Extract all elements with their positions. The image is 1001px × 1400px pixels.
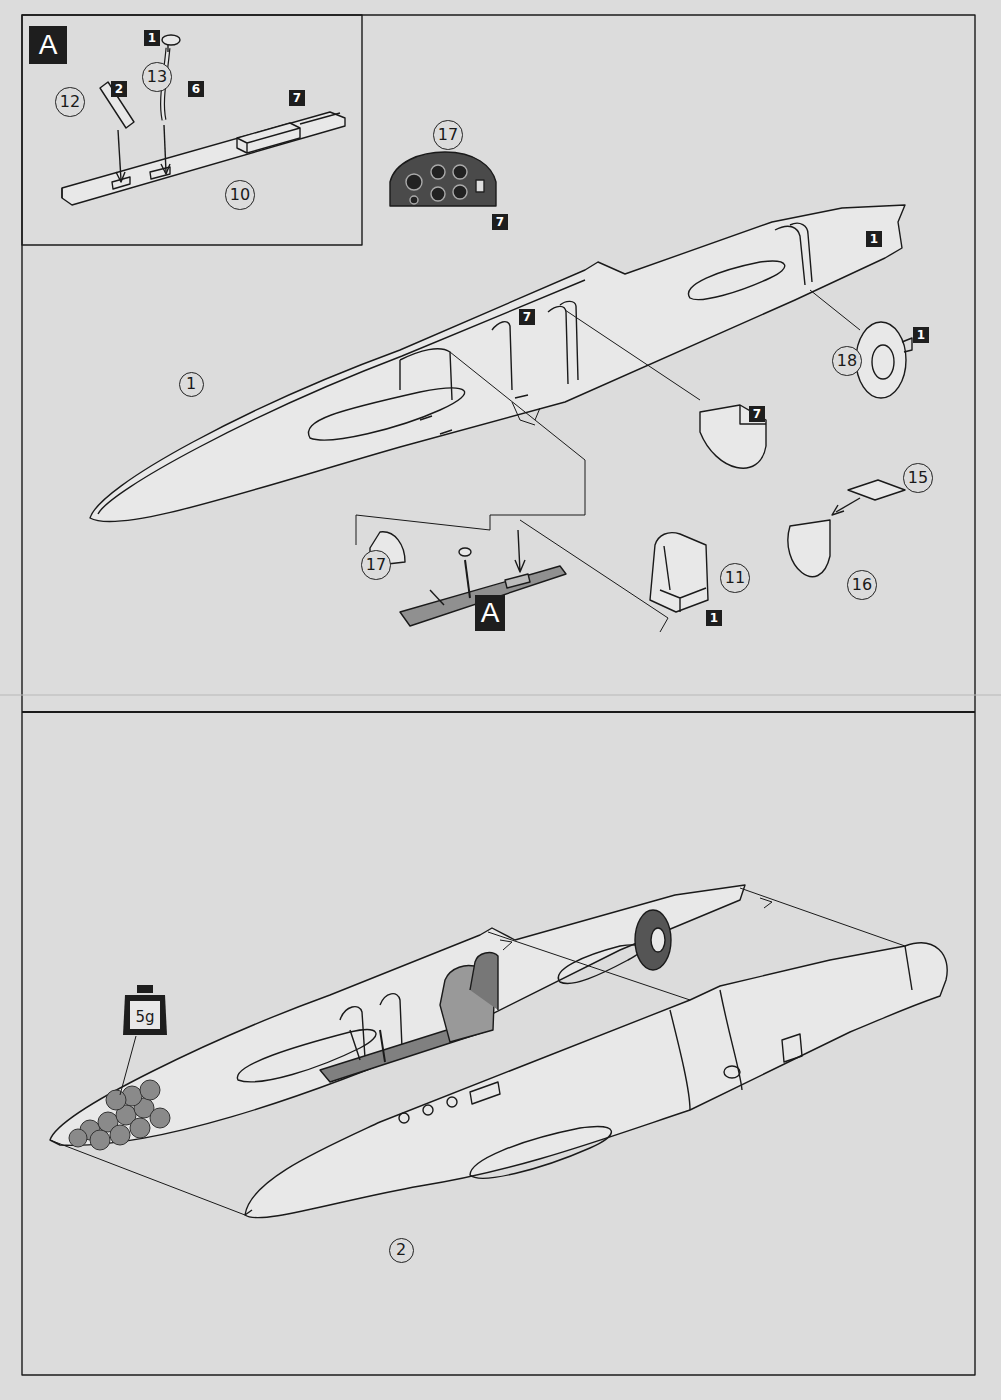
label-text: 1 [186, 376, 196, 392]
sprue-number: 7 [289, 90, 305, 106]
callout-number: 18 [832, 346, 861, 375]
label-text: 18 [837, 353, 857, 369]
control-stick [161, 35, 180, 174]
sprue-number: 1 [866, 231, 882, 247]
pilot-seat [650, 533, 708, 612]
callout-number: 13 [142, 62, 171, 91]
label-text: 13 [147, 69, 167, 85]
inset-frame [22, 15, 362, 245]
sprue-number: 7 [519, 309, 535, 325]
fuselage-half [90, 205, 905, 522]
callout-number: 11 [720, 563, 749, 592]
ring-frame [856, 322, 912, 398]
label-text: 1 [870, 233, 878, 245]
label-text: 1 [917, 329, 925, 341]
callout-number: 10 [225, 180, 254, 209]
step-letter: A [29, 26, 67, 64]
callout-number: 16 [847, 570, 876, 599]
label-text: 1 [148, 32, 156, 44]
callout-number: 1 [179, 372, 204, 397]
sprue-number: 1 [913, 327, 929, 343]
label-text: 7 [293, 92, 301, 104]
label-text: 7 [753, 408, 761, 420]
label-text: 6 [192, 83, 200, 95]
assembly-lines [50, 888, 905, 1215]
label-text: 2 [396, 1242, 406, 1258]
cockpit-installed [320, 953, 498, 1082]
sprue-number: 6 [188, 81, 204, 97]
label-text: 7 [523, 311, 531, 323]
sprue-number: 1 [706, 610, 722, 626]
sprue-number: 7 [492, 214, 508, 230]
label-text: 11 [725, 570, 745, 586]
callout-number: 12 [55, 87, 84, 116]
weight-symbol: 5g [122, 983, 168, 1037]
callout-number: 2 [389, 1238, 414, 1263]
fuselage-half-closed [245, 943, 947, 1218]
callout-number: 15 [903, 463, 932, 492]
label-text: A [39, 31, 58, 59]
control-lever [100, 82, 134, 182]
rear-bulkhead [700, 405, 766, 468]
label-text: 5g [135, 1010, 154, 1025]
label-text: 15 [908, 470, 928, 486]
label-text: 7 [496, 216, 504, 228]
callout-number: 17 [433, 120, 462, 149]
bulkhead [788, 520, 830, 577]
cockpit-floor [62, 112, 345, 205]
label-text: 1 [710, 612, 718, 624]
nose-weight-balls [69, 1080, 170, 1150]
leader-lines [356, 290, 860, 632]
panel-divider [22, 711, 975, 713]
sprue-number: 7 [749, 406, 765, 422]
step-letter: A [475, 595, 505, 631]
callout-number: 17 [361, 550, 390, 579]
sprue-number: 2 [111, 81, 127, 97]
label-text: 16 [852, 577, 872, 593]
label-text: 2 [115, 83, 123, 95]
fold-line [0, 695, 1001, 696]
label-text: 12 [60, 94, 80, 110]
label-text: 17 [438, 127, 458, 143]
label-text: 10 [230, 187, 250, 203]
headrest-bracket [832, 480, 905, 515]
sprue-number: 1 [144, 30, 160, 46]
cockpit-floor-assembly [370, 530, 566, 626]
label-text: A [481, 599, 500, 627]
instrument-panel [390, 152, 496, 206]
label-text: 17 [366, 557, 386, 573]
